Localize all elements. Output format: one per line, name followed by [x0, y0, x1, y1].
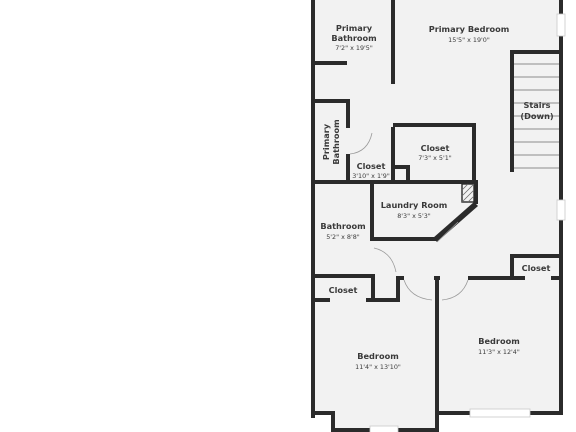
wall-laundry-right [474, 180, 478, 204]
door-vbath[interactable] [346, 128, 350, 154]
closet-primary-dims: 7'3" x 5'1" [418, 154, 452, 162]
bedroom-right-label: Bedroom [478, 336, 519, 346]
swing-bedroom-left [403, 279, 433, 301]
door-closet-right[interactable] [525, 276, 551, 280]
wall-bath-stub [315, 61, 347, 65]
wall-bath-bottom [313, 274, 375, 278]
primary-bathroom-label-line1: Primary [336, 23, 373, 33]
wall-stairs-left [510, 50, 514, 172]
door-bedroom-left[interactable] [404, 276, 434, 280]
door-bedroom-right[interactable] [440, 276, 468, 280]
wall-mini-right [406, 165, 410, 182]
wall-closetR-top [510, 254, 562, 258]
wall-closetR-left [510, 254, 514, 280]
bedroom-left-dims: 11'4" x 13'10" [355, 363, 401, 371]
wall-laundry-diagonal [433, 202, 478, 242]
primary-bath-vertical-line2: Bathroom [331, 119, 341, 164]
wall-closet-left [391, 127, 395, 184]
closet-small-dims: 3'10" x 1'9" [352, 172, 390, 180]
closet-primary-label: Closet [421, 143, 450, 153]
primary-bathroom-label-line2: Bathroom [331, 33, 376, 43]
swing-laundry [436, 221, 459, 243]
wall-bedrooms-divider [435, 278, 439, 414]
door-bathroom[interactable] [370, 248, 374, 274]
bathroom-dims: 5'2" x 8'8" [326, 233, 360, 241]
swing-bathroom [373, 247, 397, 273]
wall-closet-right [472, 123, 476, 183]
wall-vbath-top [313, 99, 349, 103]
wall-bath-bedroom [391, 0, 395, 84]
bay-floor [334, 414, 438, 428]
primary-bedroom-label: Primary Bedroom [429, 24, 510, 34]
bay-wall-left [331, 411, 335, 432]
wall-closetL-stub [396, 278, 400, 302]
outer-wall-bottom-left [311, 411, 335, 415]
stairs-label-line1: Stairs [523, 100, 550, 110]
primary-bedroom-dims: 15'5" x 19'0" [448, 36, 490, 44]
closet-left-label: Closet [329, 285, 358, 295]
wall-closet-top [393, 123, 476, 127]
bathroom-label: Bathroom [320, 221, 365, 231]
wall-laundry-left [370, 183, 374, 241]
closet-right-label: Closet [522, 263, 551, 273]
wall-closetL-right [371, 278, 375, 302]
stairs-label-line2: (Down) [520, 111, 554, 121]
bay-wall-right [435, 411, 439, 432]
window-primary-bedroom [556, 13, 566, 37]
wall-laundry-bottom [370, 237, 436, 241]
laundry-room-label: Laundry Room [381, 200, 448, 210]
door-stairs-landing[interactable] [476, 152, 510, 156]
door-closet-left[interactable] [330, 298, 366, 302]
wall-mini-top [394, 165, 410, 169]
laundry-hatch [461, 183, 475, 203]
closet-small-label: Closet [357, 161, 386, 171]
swing-bedroom-right [441, 279, 469, 301]
wall-row-divider [313, 180, 478, 184]
outer-wall-left [311, 0, 315, 418]
bedroom-left-label: Bedroom [357, 351, 398, 361]
window-hall [556, 199, 566, 221]
primary-bath-vertical-line1: Primary [321, 123, 331, 160]
swing-vbath [349, 132, 373, 155]
wall-stairs-top [510, 50, 562, 54]
window-bedroom-right [469, 408, 531, 418]
bedroom-right-dims: 11'3" x 12'4" [478, 348, 520, 356]
laundry-room-dims: 8'3" x 5'3" [397, 212, 431, 220]
stair-treads [514, 63, 559, 169]
primary-bathroom-dims: 7'2" x 19'5" [335, 44, 373, 52]
window-bedroom-left [369, 425, 399, 432]
primary-bath-vertical-label: Primary Bathroom [321, 119, 341, 164]
